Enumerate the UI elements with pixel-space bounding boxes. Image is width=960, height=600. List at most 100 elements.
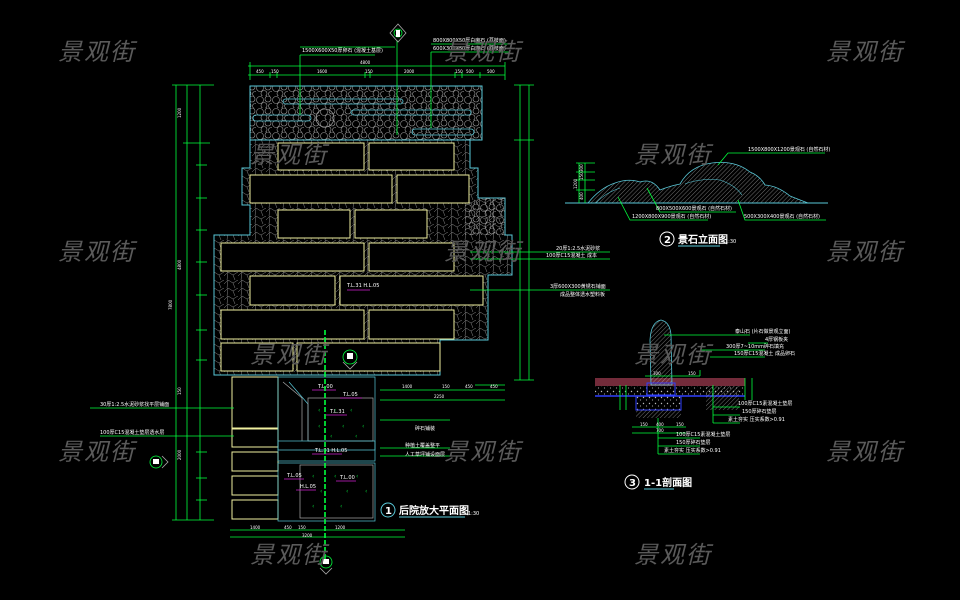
svg-text:种植土覆盖整平: 种植土覆盖整平 (405, 442, 440, 449)
svg-text:1:30: 1:30 (725, 239, 736, 245)
svg-text:‹: ‹ (346, 488, 348, 495)
paving-slab (277, 209, 351, 239)
drawing-title-2: 2 景石立面图 1:30 (659, 231, 736, 247)
svg-text:450: 450 (284, 525, 292, 530)
stepping-stone (411, 128, 475, 136)
svg-text:T.L.05: T.L.05 (286, 473, 302, 479)
svg-text:素土夯实 压实系数>0.91: 素土夯实 压实系数>0.91 (664, 447, 721, 454)
rock-outline (587, 162, 809, 204)
svg-text:2000: 2000 (177, 449, 182, 460)
paving-slab (220, 342, 294, 372)
svg-text:150: 150 (640, 422, 648, 427)
svg-text:100厚C15混凝土垫层透水层: 100厚C15混凝土垫层透水层 (100, 429, 164, 436)
svg-text:T.L.31: T.L.31 (329, 409, 345, 415)
svg-text:150厚碎石垫层: 150厚碎石垫层 (742, 408, 777, 415)
svg-text:‹: ‹ (350, 407, 352, 414)
svg-text:150厚C15混凝土 成品卵石: 150厚C15混凝土 成品卵石 (734, 350, 795, 357)
svg-text:450: 450 (256, 69, 264, 74)
elevation-label: T.L.31 H.L.05 (346, 283, 379, 289)
plan-drawing: T.L.31 H.L.05 ‹‹‹ ‹‹‹ ‹‹ ‹‹‹ ‹‹‹ ‹‹ (213, 40, 513, 560)
svg-text:T.L.31 H.L.05: T.L.31 H.L.05 (314, 448, 347, 454)
boulder-plan (315, 108, 335, 128)
bottom-dimensions (230, 389, 505, 538)
svg-text:‹: ‹ (362, 423, 364, 430)
svg-text:H.L.05: H.L.05 (300, 484, 316, 490)
svg-text:450: 450 (465, 384, 473, 389)
svg-text:400: 400 (656, 422, 664, 427)
svg-text:1500X600X50厚卵石 (混凝土基层): 1500X600X50厚卵石 (混凝土基层) (302, 47, 383, 54)
paving-slab (354, 209, 428, 239)
svg-text:1-1剖面图: 1-1剖面图 (644, 476, 692, 489)
svg-text:1:30: 1:30 (468, 511, 479, 517)
svg-text:700: 700 (656, 428, 664, 433)
svg-text:后院放大平面图: 后院放大平面图 (399, 504, 469, 517)
svg-text:500: 500 (487, 69, 495, 74)
svg-text:1200: 1200 (177, 107, 182, 118)
paving-slab (220, 309, 365, 340)
svg-text:‹: ‹ (330, 433, 332, 440)
top-dimension-labels: 450 150 1600 150 2000 150 500 500 4800 1… (256, 37, 506, 74)
svg-text:300: 300 (653, 371, 661, 376)
svg-text:150: 150 (271, 69, 279, 74)
stepping-stone (252, 114, 312, 122)
lawn-area (277, 376, 376, 522)
svg-text:150: 150 (365, 69, 373, 74)
paving-slab (339, 275, 484, 306)
svg-text:‹: ‹ (318, 407, 320, 414)
svg-text:3200: 3200 (302, 533, 313, 538)
step (231, 451, 279, 472)
steps-area (231, 376, 279, 520)
step (231, 376, 279, 430)
section-marker-left (149, 455, 169, 469)
svg-text:800X800X50厚白麻石 (荔枝面): 800X800X50厚白麻石 (荔枝面) (433, 37, 506, 44)
svg-text:‹: ‹ (334, 407, 336, 414)
svg-text:‹: ‹ (365, 488, 367, 495)
svg-text:1400: 1400 (250, 525, 261, 530)
svg-text:800X500X600景观石 (自然石材): 800X500X600景观石 (自然石材) (656, 205, 732, 212)
elevation-labels: T.L.00 T.L.05 T.L.31 T.L.31 H.L.05 T.L.0… (286, 384, 358, 490)
svg-text:1400: 1400 (402, 384, 413, 389)
paving-slab (368, 242, 455, 272)
svg-text:1500X800X1200景观石 (自然石材): 1500X800X1200景观石 (自然石材) (748, 146, 830, 153)
paving-slab (396, 174, 470, 204)
svg-text:150: 150 (455, 69, 463, 74)
svg-text:1: 1 (385, 506, 392, 517)
svg-text:‹: ‹ (312, 473, 314, 480)
svg-text:景石立面图: 景石立面图 (678, 233, 728, 246)
drawing-title-1: 1 后院放大平面图 1:30 (380, 502, 479, 518)
left-dimension-labels: 1200 4800 150 2000 7800 30厚1:2.5水泥砂浆找平层铺… (100, 107, 182, 460)
svg-text:4800: 4800 (177, 259, 182, 270)
svg-text:150: 150 (579, 172, 584, 180)
svg-text:4800: 4800 (360, 60, 371, 65)
svg-text:600X300X50厚白麻石 (荔枝面): 600X300X50厚白麻石 (荔枝面) (433, 45, 506, 52)
paving-slab (277, 142, 365, 171)
svg-text:100厚C15混凝土 成本: 100厚C15混凝土 成本 (546, 252, 597, 259)
paving-slabs (220, 142, 484, 372)
cobble-band-top (249, 85, 483, 141)
svg-text:150: 150 (688, 371, 696, 376)
svg-text:150: 150 (298, 525, 306, 530)
svg-text:4厚钢板夹: 4厚钢板夹 (765, 336, 788, 343)
svg-text:150: 150 (442, 384, 450, 389)
svg-text:‹: ‹ (334, 473, 336, 480)
svg-text:2: 2 (664, 235, 671, 246)
paving-slab (220, 242, 365, 272)
lawn-marks: ‹‹‹ ‹‹‹ ‹‹ ‹‹‹ ‹‹‹ ‹‹ (312, 407, 367, 510)
stepping-stone (350, 109, 472, 116)
bottom-dimension-labels: 1400 150 450 450 2250 碎石铺装 种植土覆盖整平 人工草坪铺… (250, 384, 498, 538)
svg-text:300厚7~10mm碎石填充: 300厚7~10mm碎石填充 (726, 343, 784, 350)
svg-text:100厚C15素混凝土垫层: 100厚C15素混凝土垫层 (738, 400, 792, 407)
svg-text:30厚1:2.5水泥砂浆找平层铺面: 30厚1:2.5水泥砂浆找平层铺面 (100, 401, 169, 408)
svg-text:‹: ‹ (342, 423, 344, 430)
svg-text:成品整体透水塑料板: 成品整体透水塑料板 (560, 291, 605, 298)
paving-slab (249, 275, 336, 306)
svg-text:300: 300 (579, 164, 584, 172)
svg-text:T.L.05: T.L.05 (342, 392, 358, 398)
stepping-stone (282, 98, 404, 105)
svg-text:500X300X400景观石 (自然石材): 500X300X400景观石 (自然石材) (744, 213, 820, 220)
svg-text:150: 150 (676, 422, 684, 427)
svg-text:泰山石 (片石做景观立面): 泰山石 (片石做景观立面) (735, 328, 791, 335)
paving-slab (368, 142, 455, 171)
svg-text:20厚1:2.5水泥砂浆: 20厚1:2.5水泥砂浆 (556, 245, 600, 252)
svg-text:1600: 1600 (317, 69, 328, 74)
